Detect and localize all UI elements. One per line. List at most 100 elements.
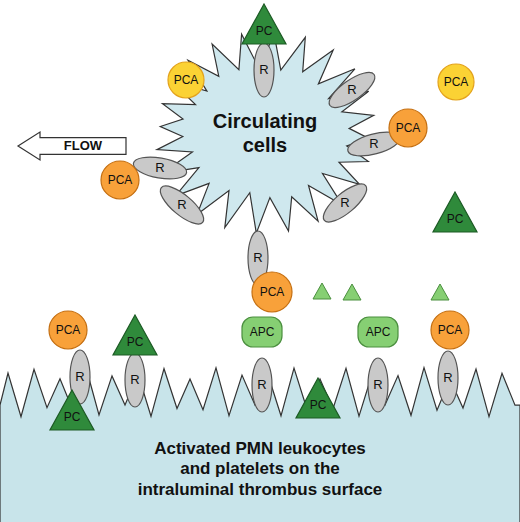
pc-triangle-fill (113, 315, 157, 355)
small-triangle (313, 283, 331, 299)
node-label: PC (127, 335, 144, 349)
receptor-ellipse: R (152, 175, 212, 235)
receptor-ellipse-fill (252, 358, 272, 412)
text-area: PCA (388, 108, 428, 148)
node-label: R (347, 82, 356, 98)
flow-arrow-fill (18, 132, 126, 160)
node-label: PCA (444, 75, 469, 89)
pca-circle-fill (101, 161, 139, 199)
pc-triangle-fill (242, 4, 286, 44)
receptor-ellipse-fill (345, 127, 402, 160)
text-area: PCA (430, 310, 470, 350)
pca-circle: PCA (48, 310, 88, 350)
pca-circle-fill (389, 109, 427, 147)
text-area: APC (357, 316, 399, 348)
node-label: R (130, 372, 139, 388)
text-area: R (348, 355, 408, 415)
receptor-ellipse-fill (155, 180, 209, 230)
receptor-ellipse: R (50, 347, 110, 407)
node-label: R (155, 160, 164, 176)
receptor-ellipse-fill (438, 351, 458, 405)
apc-shape-fill (358, 317, 398, 347)
node-label: R (253, 250, 262, 266)
pc-triangle: PC (432, 191, 478, 233)
node-label: FLOW (64, 138, 102, 154)
node-label: R (177, 197, 186, 213)
pca-circle-fill (252, 272, 292, 312)
receptor-ellipse: R (322, 60, 382, 120)
node-label: PC (447, 212, 464, 226)
text-area: R (152, 175, 212, 235)
text-area: R (418, 348, 478, 408)
receptor-ellipse: R (234, 40, 294, 100)
node-label: R (369, 136, 378, 152)
receptor-ellipse: R (232, 355, 292, 415)
receptor-ellipse: R (418, 348, 478, 408)
receptor-ellipse-fill (125, 353, 145, 407)
pca-circle: PCA (100, 160, 140, 200)
thrombus-surface-band-fill (0, 368, 520, 522)
text-area: PC (49, 389, 95, 431)
flow-arrow: FLOW (18, 132, 126, 160)
text-area: PCA (251, 271, 293, 313)
text-area: R (234, 40, 294, 100)
apc-shape-fill (242, 317, 282, 347)
small-triangle (431, 284, 449, 300)
node-label: APC (250, 325, 275, 339)
receptor-ellipse-fill (318, 178, 372, 228)
text-area: PC (241, 3, 287, 45)
text-area: R (105, 350, 165, 410)
node-label: R (373, 377, 382, 393)
pc-triangle: PC (295, 377, 341, 419)
small-triangle (343, 284, 361, 300)
pca-circle-fill (438, 64, 474, 100)
pca-circle: PCA (167, 61, 205, 99)
text-area: PC (432, 191, 478, 233)
node-label: PCA (174, 73, 199, 87)
receptor-ellipse-fill (254, 43, 274, 97)
pca-circle: PCA (251, 271, 293, 313)
text-area: PC (295, 377, 341, 419)
receptor-ellipse: R (105, 350, 165, 410)
pc-triangle: PC (241, 3, 287, 45)
pc-triangle: PC (49, 389, 95, 431)
text-area: R (322, 60, 382, 120)
node-label: PCA (56, 323, 81, 337)
pca-circle: PCA (437, 63, 475, 101)
pca-circle: PCA (388, 108, 428, 148)
pc-triangle: PC (112, 314, 158, 356)
node-label: R (259, 62, 268, 78)
text-area: FLOW (18, 132, 126, 160)
node-label: R (75, 369, 84, 385)
text-area: APC (241, 316, 283, 348)
node-label: PCA (108, 173, 133, 187)
node-label: PC (256, 24, 273, 38)
text-area: PCA (100, 160, 140, 200)
node-label: R (257, 377, 266, 393)
node-label: PC (310, 398, 327, 412)
receptor-ellipse-fill (368, 358, 388, 412)
pca-circle-fill (431, 311, 469, 349)
text-area: PC (112, 314, 158, 356)
apc-shape: APC (241, 316, 283, 348)
node-label: PCA (260, 285, 285, 299)
pca-circle: PCA (430, 310, 470, 350)
text-area: R (232, 355, 292, 415)
pca-circle-fill (168, 62, 204, 98)
receptor-ellipse: R (348, 355, 408, 415)
node-label: Activated PMN leukocytes and platelets o… (137, 439, 383, 500)
pc-triangle-fill (433, 192, 477, 232)
receptor-ellipse: R (315, 173, 375, 233)
node-label: Circulating cells (203, 109, 328, 157)
node-label: R (340, 195, 349, 211)
apc-shape: APC (357, 316, 399, 348)
node-label: PC (64, 410, 81, 424)
text-area: PCA (167, 61, 205, 99)
text-area: PCA (48, 310, 88, 350)
text-area: R (50, 347, 110, 407)
text-area: R (315, 173, 375, 233)
text-area: PCA (437, 63, 475, 101)
node-label: PCA (396, 121, 421, 135)
receptor-ellipse-fill (132, 153, 189, 182)
